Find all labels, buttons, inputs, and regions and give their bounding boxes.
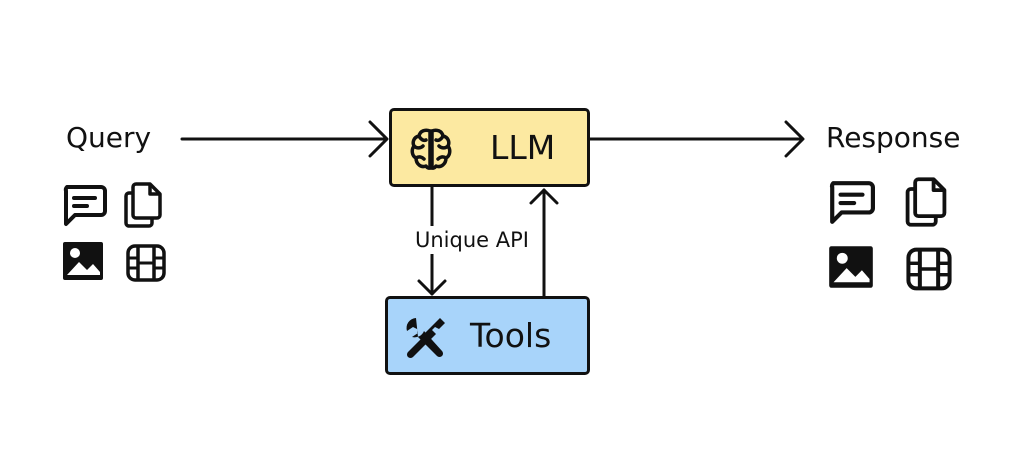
tools-label: Tools [470, 316, 552, 355]
llm-label: LLM [490, 128, 556, 167]
documents-icon [905, 177, 947, 227]
message-icon [63, 185, 107, 226]
llm-box: LLM [389, 108, 590, 187]
tools-to-llm-arrow [529, 188, 559, 298]
brain-icon [410, 128, 452, 170]
response-label: Response [826, 121, 961, 154]
image-icon [829, 246, 873, 288]
query-to-llm-arrow [180, 120, 389, 158]
wrench-screwdriver-icon [406, 318, 445, 359]
llm-to-response-arrow [588, 120, 805, 158]
documents-icon [124, 182, 162, 228]
video-icon [126, 244, 166, 282]
unique-api-label: Unique API [413, 226, 531, 254]
image-icon [63, 242, 103, 280]
tools-box: Tools [385, 296, 590, 375]
query-label: Query [66, 121, 152, 154]
message-icon [829, 181, 875, 224]
video-icon [906, 247, 952, 291]
